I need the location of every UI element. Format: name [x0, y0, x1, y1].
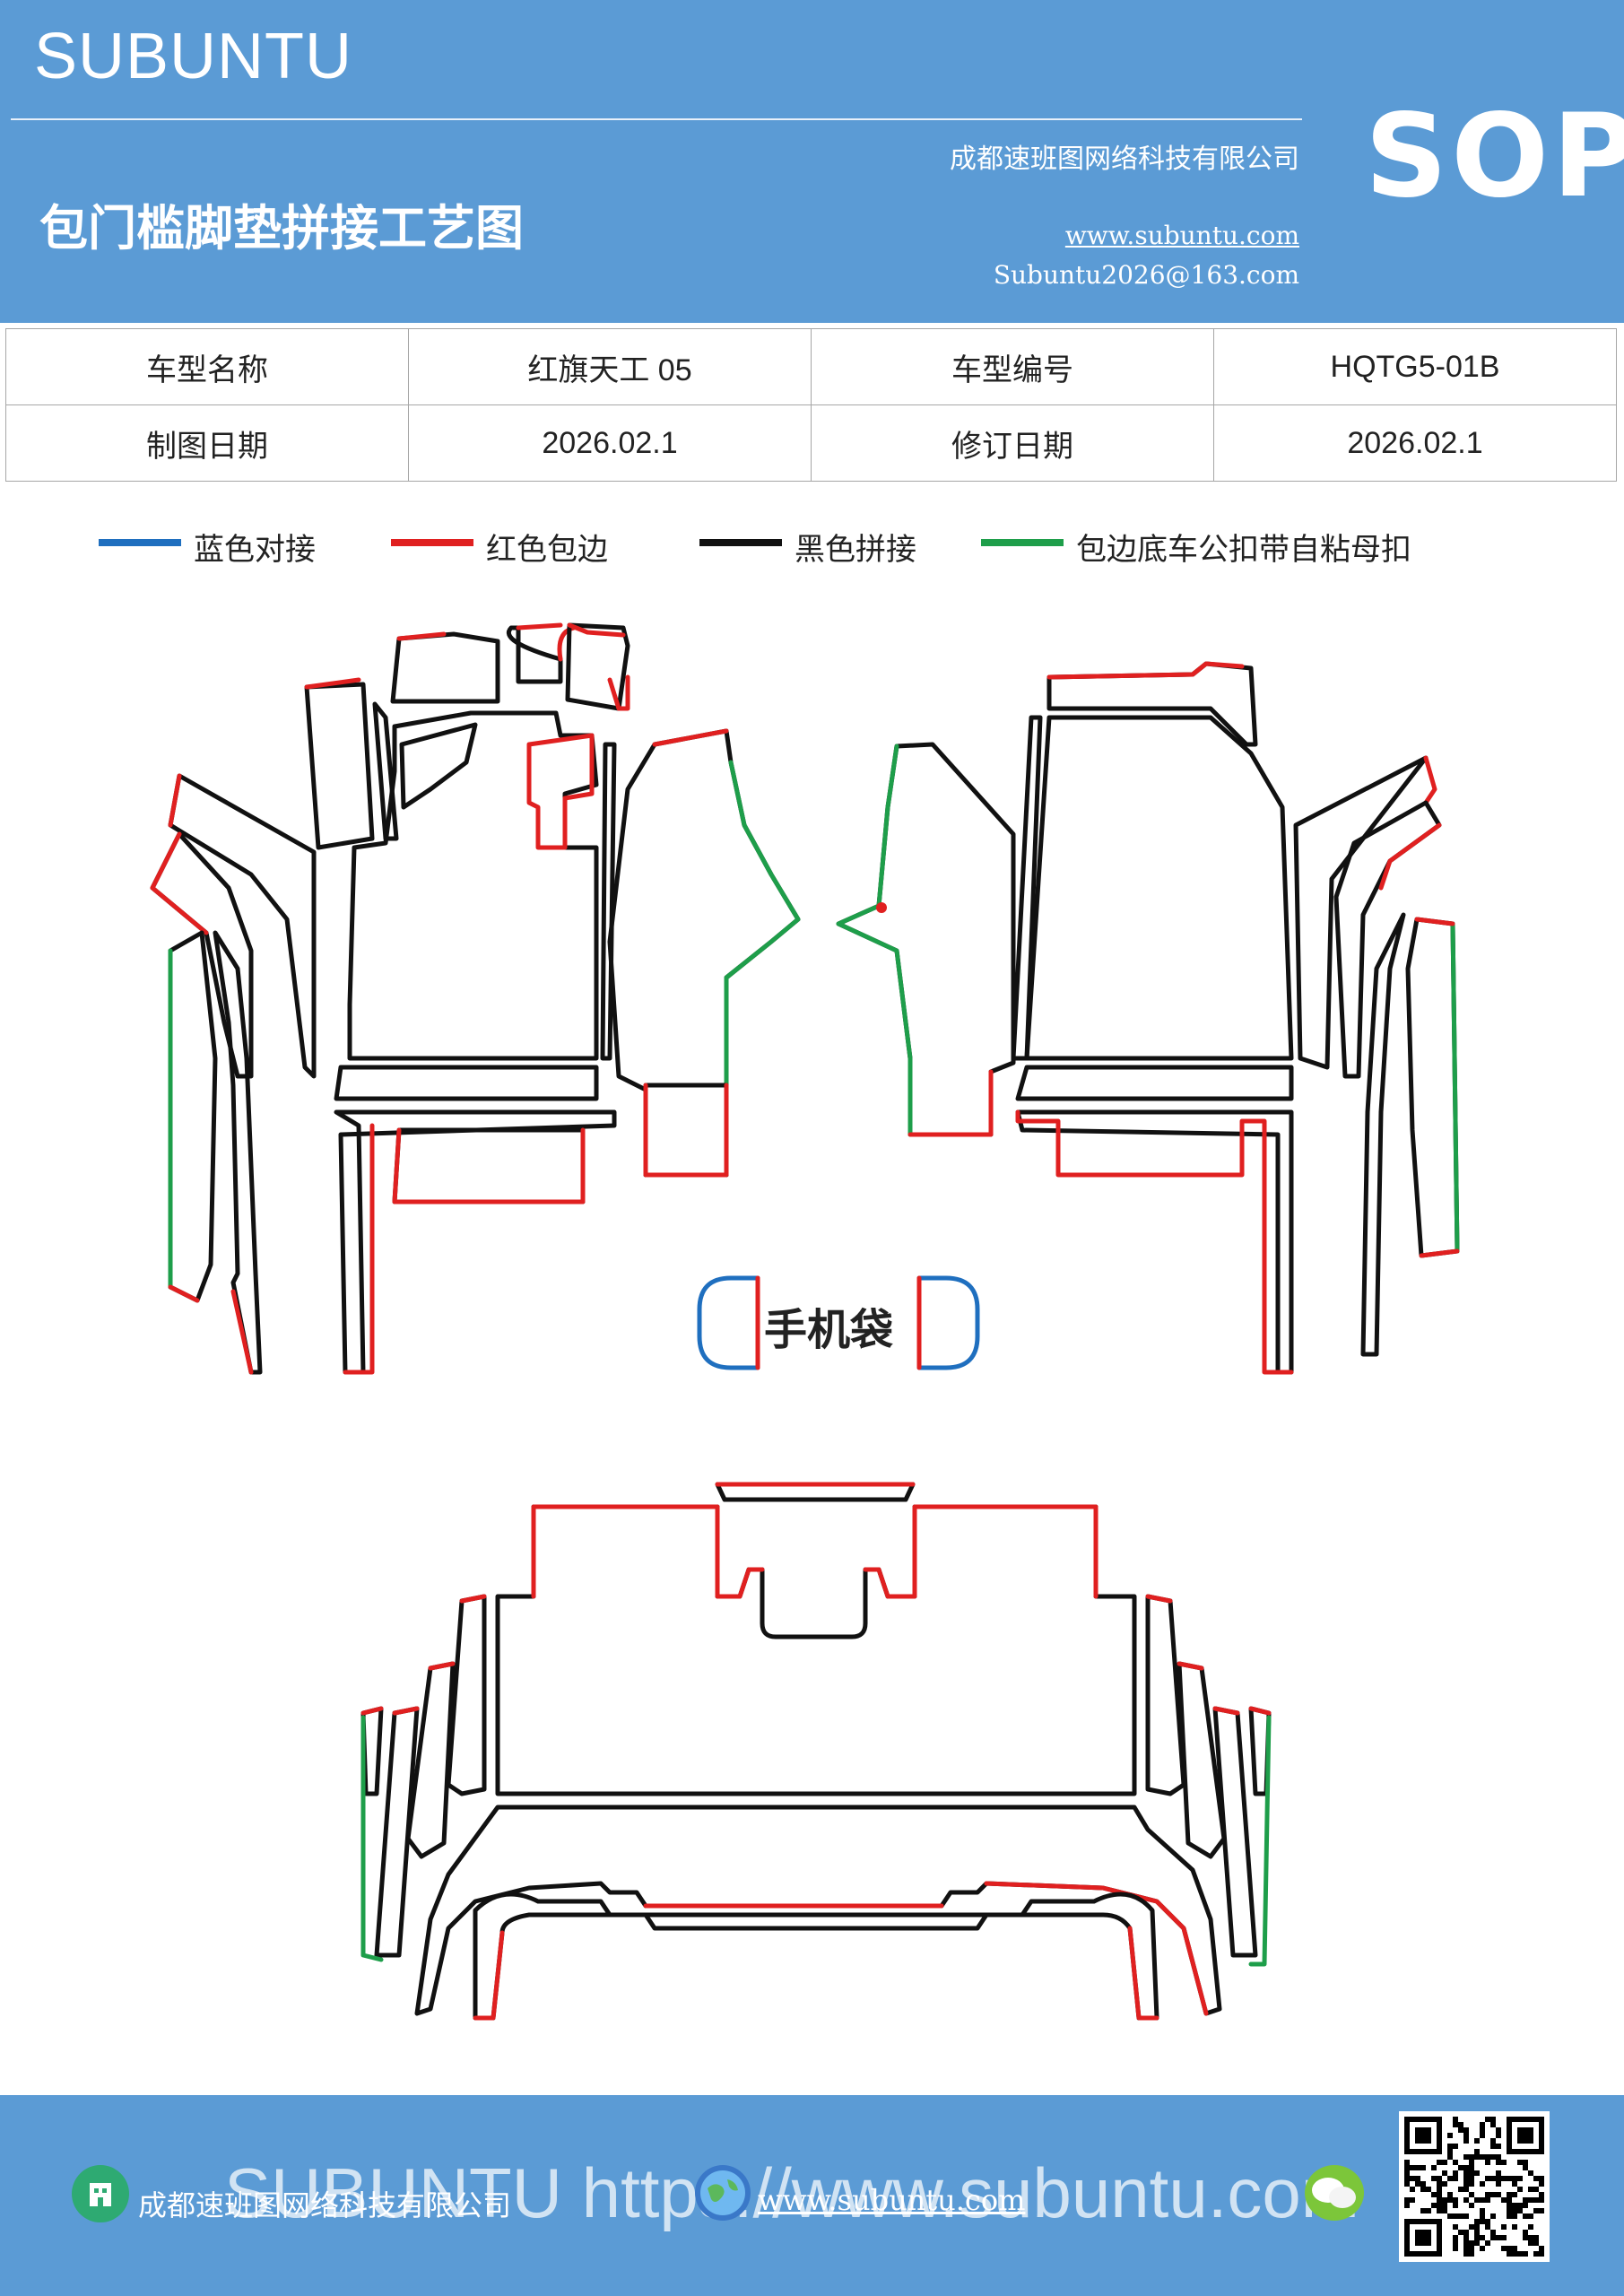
- phone-pouch-group: [697, 1275, 980, 1370]
- qr-code-image: [1399, 2111, 1550, 2262]
- draw-date-value: 2026.02.1: [408, 404, 812, 482]
- legend-swatch: [391, 539, 473, 546]
- revise-date-label: 修订日期: [811, 404, 1214, 482]
- table-row: 制图日期 2026.02.1 修订日期 2026.02.1: [5, 404, 1617, 482]
- footer-company-name: 成都速班图网络科技有限公司: [138, 2188, 512, 2222]
- revise-date-value: 2026.02.1: [1213, 404, 1617, 482]
- brand-logo-text: SUBUNTU: [34, 21, 353, 92]
- header-email: Subuntu2026@163.com: [993, 260, 1299, 290]
- phone-pouch-label: 手机袋: [764, 1305, 894, 1355]
- wechat-icon[interactable]: [1305, 2165, 1364, 2221]
- footer-website-link[interactable]: www.subuntu.com: [758, 2183, 1026, 2217]
- model-code-label: 车型编号: [811, 328, 1214, 405]
- left-front-mat-group: [150, 622, 801, 1375]
- legend-label: 红色包边: [486, 532, 608, 568]
- legend-label: 黑色拼接: [795, 532, 916, 568]
- legend-swatch: [699, 539, 782, 546]
- model-code-value: HQTG5-01B: [1213, 328, 1617, 405]
- legend-label: 包边底车公扣带自粘母扣: [1076, 532, 1411, 568]
- legend-swatch: [99, 539, 181, 546]
- header-website-link[interactable]: www.subuntu.com: [1064, 221, 1299, 250]
- vehicle-info-table: 车型名称 红旗天工 05 车型编号 HQTG5-01B 制图日期 2026.02…: [5, 328, 1617, 482]
- building-icon: [72, 2165, 129, 2222]
- legend-label: 蓝色对接: [194, 532, 316, 568]
- rear-mat-group: [360, 1482, 1272, 2021]
- header-divider: [11, 118, 1302, 120]
- table-row: 车型名称 红旗天工 05 车型编号 HQTG5-01B: [5, 328, 1617, 405]
- legend-swatch: [981, 539, 1064, 546]
- watermark-text: SUBUNTU https://www.subuntu.com: [224, 2153, 1359, 2232]
- globe-icon: [695, 2165, 751, 2221]
- model-name-label: 车型名称: [5, 328, 409, 405]
- model-name-value: 红旗天工 05: [408, 328, 812, 405]
- draw-date-label: 制图日期: [5, 404, 409, 482]
- document-title: 包门槛脚垫拼接工艺图: [39, 200, 524, 257]
- header-banner: SUBUNTU 包门槛脚垫拼接工艺图 成都速班图网络科技有限公司 www.sub…: [0, 0, 1624, 323]
- header-company-name: 成都速班图网络科技有限公司: [950, 144, 1299, 175]
- sop-badge: SOP: [1365, 90, 1624, 223]
- right-front-mat-group: [836, 661, 1460, 1375]
- footer-banner: SUBUNTU https://www.subuntu.com 成都速班图网络科…: [0, 2095, 1624, 2296]
